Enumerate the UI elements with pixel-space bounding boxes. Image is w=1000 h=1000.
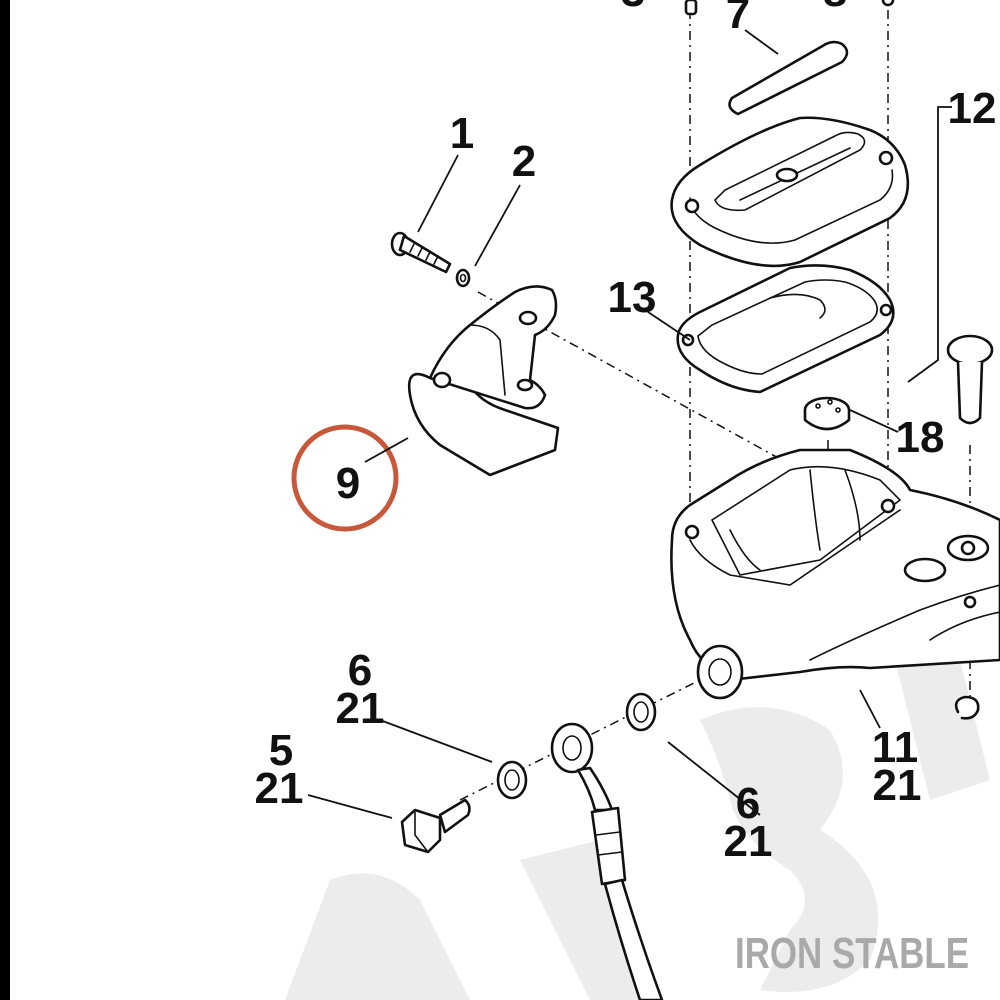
leader-lines	[307, 29, 952, 819]
sight-plug-18	[803, 396, 851, 431]
callout-8: 8	[823, 0, 847, 16]
callout-9: 9	[336, 459, 360, 508]
diaphragm-7	[728, 40, 849, 116]
callout-7: 7	[726, 0, 750, 38]
callout-21-top: 21	[336, 684, 385, 733]
reservoir-cover	[670, 116, 910, 268]
callout-21-left: 21	[255, 764, 304, 813]
banjo-bolt-5	[400, 798, 471, 854]
pivot-pin	[946, 334, 994, 425]
callout-21-right-6: 21	[724, 817, 773, 866]
callout-21-right-11: 21	[873, 761, 922, 810]
watermark-brand: IRON STABLE	[735, 929, 969, 978]
callout-2: 2	[512, 137, 536, 186]
highlight-circle	[291, 424, 399, 532]
callout-6-top: 6	[348, 646, 372, 695]
callout-12: 12	[948, 84, 997, 133]
retaining-clip	[954, 695, 980, 720]
callout-labels: 3 7 8 12 1 2 13 18 9 6 21 5 21 11 21 6 2…	[255, 0, 997, 866]
callout-18: 18	[896, 413, 945, 462]
callout-5: 5	[269, 726, 293, 775]
crush-washer-left	[496, 760, 528, 800]
lever-bracket-9	[407, 285, 560, 477]
brake-hose	[550, 722, 664, 1000]
crush-washer-right	[625, 692, 657, 732]
washer-2	[455, 268, 471, 288]
master-cylinder-body-11	[670, 448, 1000, 700]
screw-1	[390, 231, 452, 274]
top-screw-3	[684, 0, 698, 16]
callout-11: 11	[872, 723, 919, 772]
callout-1: 1	[450, 109, 474, 158]
reservoir-gasket-13	[676, 264, 895, 394]
top-screw-8	[881, 0, 895, 7]
callout-3: 3	[621, 0, 645, 16]
callout-13: 13	[608, 273, 657, 322]
callout-6-right: 6	[736, 779, 760, 828]
left-border	[0, 0, 10, 1000]
